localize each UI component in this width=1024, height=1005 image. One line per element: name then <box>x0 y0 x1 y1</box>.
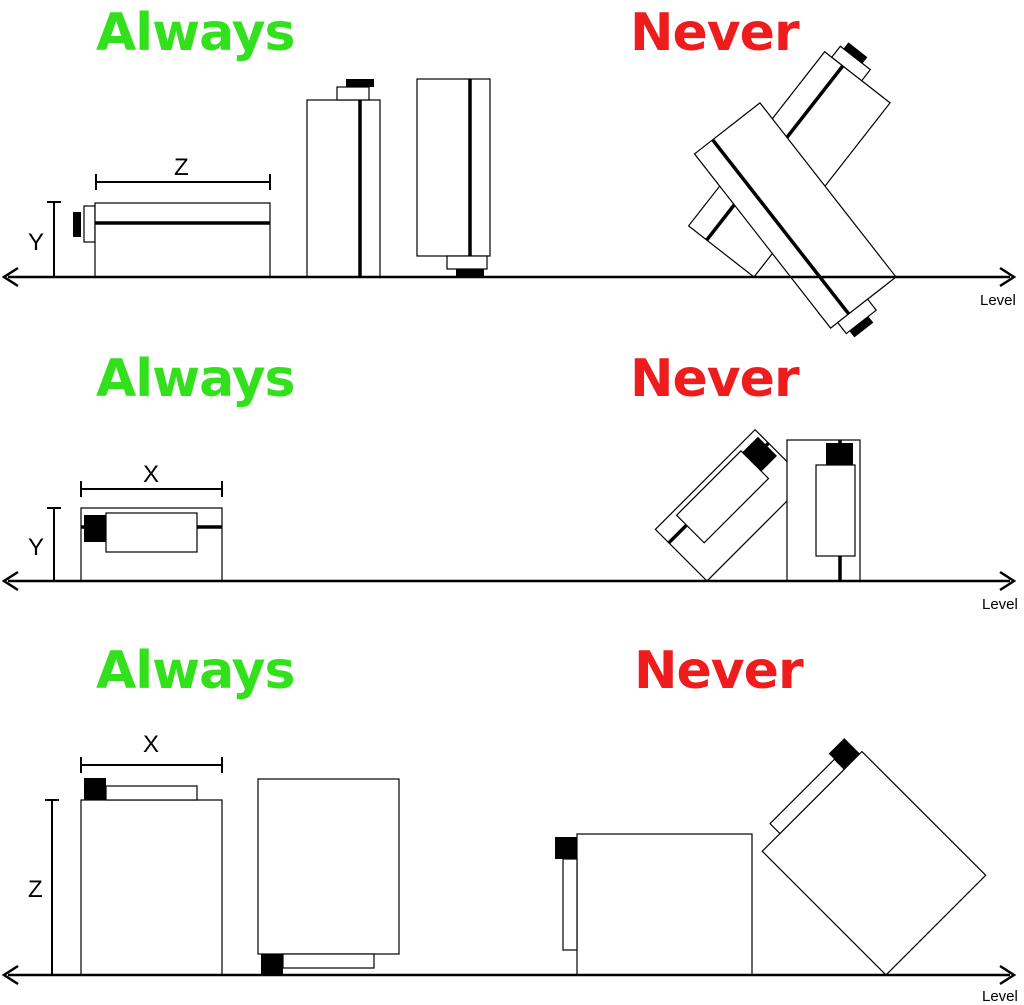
handle <box>84 515 106 542</box>
always-device-upright-handle-down <box>416 78 491 277</box>
height-dimension-label: Z <box>28 876 43 903</box>
handle <box>826 443 853 465</box>
always-device-top-view-handle-down <box>257 778 400 975</box>
handle <box>84 778 106 800</box>
always-heading: Always <box>96 641 294 701</box>
level-label: Level <box>980 292 1016 309</box>
height-dimension: Y <box>28 201 61 276</box>
width-dimension: Z <box>95 154 271 190</box>
always-device-upright-handle-up <box>306 79 381 278</box>
panel-1: Always Never Z Y <box>1 3 1017 338</box>
handle <box>843 42 868 64</box>
never-heading: Never <box>634 641 804 701</box>
handle <box>456 269 484 277</box>
level-axis: Level <box>1 266 1017 309</box>
always-heading: Always <box>96 349 294 409</box>
always-heading: Always <box>96 3 294 63</box>
width-dimension: X <box>80 731 223 773</box>
height-dimension-label: Y <box>28 229 44 256</box>
never-device-top-on-side <box>555 833 753 976</box>
width-dimension-label: X <box>143 731 159 758</box>
never-heading: Never <box>630 349 800 409</box>
handle <box>742 436 778 472</box>
level-label: Level <box>982 988 1018 1005</box>
height-dimension: Z <box>28 799 59 975</box>
always-device-lying <box>73 202 271 278</box>
handle <box>261 954 283 975</box>
height-dimension: Y <box>28 507 61 581</box>
level-axis: Level <box>1 570 1018 613</box>
never-device-top-tilted <box>761 738 987 976</box>
width-dimension-label: Z <box>174 154 189 181</box>
panel-3: Always Never X Z <box>1 641 1018 1005</box>
panel-2: Always Never X Y <box>1 349 1018 613</box>
never-device-tilted-right <box>693 102 897 338</box>
level-label: Level <box>982 596 1018 613</box>
handle <box>73 212 81 237</box>
never-device-front-tilted <box>654 428 808 582</box>
handle <box>555 837 577 859</box>
width-dimension-label: X <box>143 461 159 488</box>
width-dimension: X <box>80 461 223 497</box>
never-device-on-side <box>786 439 861 582</box>
always-device-top-view-handle-up <box>80 778 223 976</box>
level-axis: Level <box>1 964 1018 1005</box>
always-device-front-view <box>80 507 223 582</box>
never-heading: Never <box>630 3 800 63</box>
height-dimension-label: Y <box>28 534 44 561</box>
handle <box>346 79 374 87</box>
handle <box>849 316 874 338</box>
